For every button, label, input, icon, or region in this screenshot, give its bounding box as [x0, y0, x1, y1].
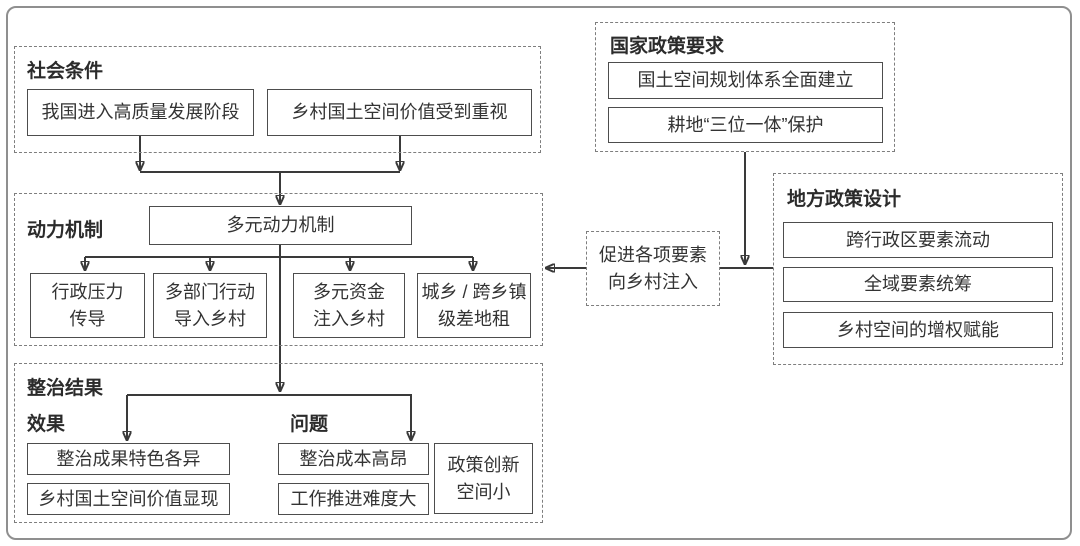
- promote-elements-node: 促进各项要素 向乡村注入: [586, 231, 720, 306]
- dynamic-box-admin-pressure: 行政压力 传导: [30, 273, 145, 338]
- national-box-spatial-planning: 国土空间规划体系全面建立: [608, 62, 883, 99]
- section-remediation-result: [14, 363, 543, 523]
- problem-box-high-cost: 整治成本高昂: [278, 443, 429, 475]
- social-box-high-quality-stage: 我国进入高质量发展阶段: [27, 89, 254, 136]
- diagram-frame: [6, 6, 1072, 540]
- dynamic-box-diverse-funds: 多元资金 注入乡村: [293, 273, 405, 338]
- dynamic-box-land-rent: 城乡 / 跨乡镇 级差地租: [417, 273, 531, 338]
- dynamic-mechanism-label: 动力机制: [27, 220, 104, 241]
- local-box-empowerment: 乡村空间的增权赋能: [783, 312, 1053, 348]
- problem-label: 问题: [290, 414, 329, 435]
- effect-box-distinct-results: 整治成果特色各异: [27, 443, 230, 475]
- effect-box-value-emerging: 乡村国土空间价值显现: [27, 483, 230, 515]
- local-policy-label: 地方政策设计: [787, 189, 902, 210]
- local-box-cross-region-flow: 跨行政区要素流动: [783, 222, 1053, 258]
- remediation-result-label: 整治结果: [27, 378, 104, 399]
- section-dynamic-mechanism: [14, 193, 543, 346]
- national-policy-label: 国家政策要求: [610, 36, 725, 57]
- dynamic-box-multi-department: 多部门行动 导入乡村: [153, 273, 267, 338]
- effect-label: 效果: [27, 414, 66, 435]
- section-social-conditions: [14, 46, 541, 153]
- local-box-overall-coordination: 全域要素统筹: [783, 267, 1053, 302]
- section-national-policy: [595, 22, 895, 152]
- social-conditions-label: 社会条件: [27, 61, 104, 82]
- national-box-farmland-protection: 耕地“三位一体”保护: [608, 107, 883, 143]
- dynamic-main-box: 多元动力机制: [149, 206, 412, 245]
- social-box-rural-land-value: 乡村国土空间价值受到重视: [267, 89, 532, 136]
- problem-box-little-innovation-space: 政策创新 空间小: [434, 443, 533, 514]
- problem-box-difficult-progress: 工作推进难度大: [278, 483, 429, 515]
- section-local-policy: [773, 173, 1063, 365]
